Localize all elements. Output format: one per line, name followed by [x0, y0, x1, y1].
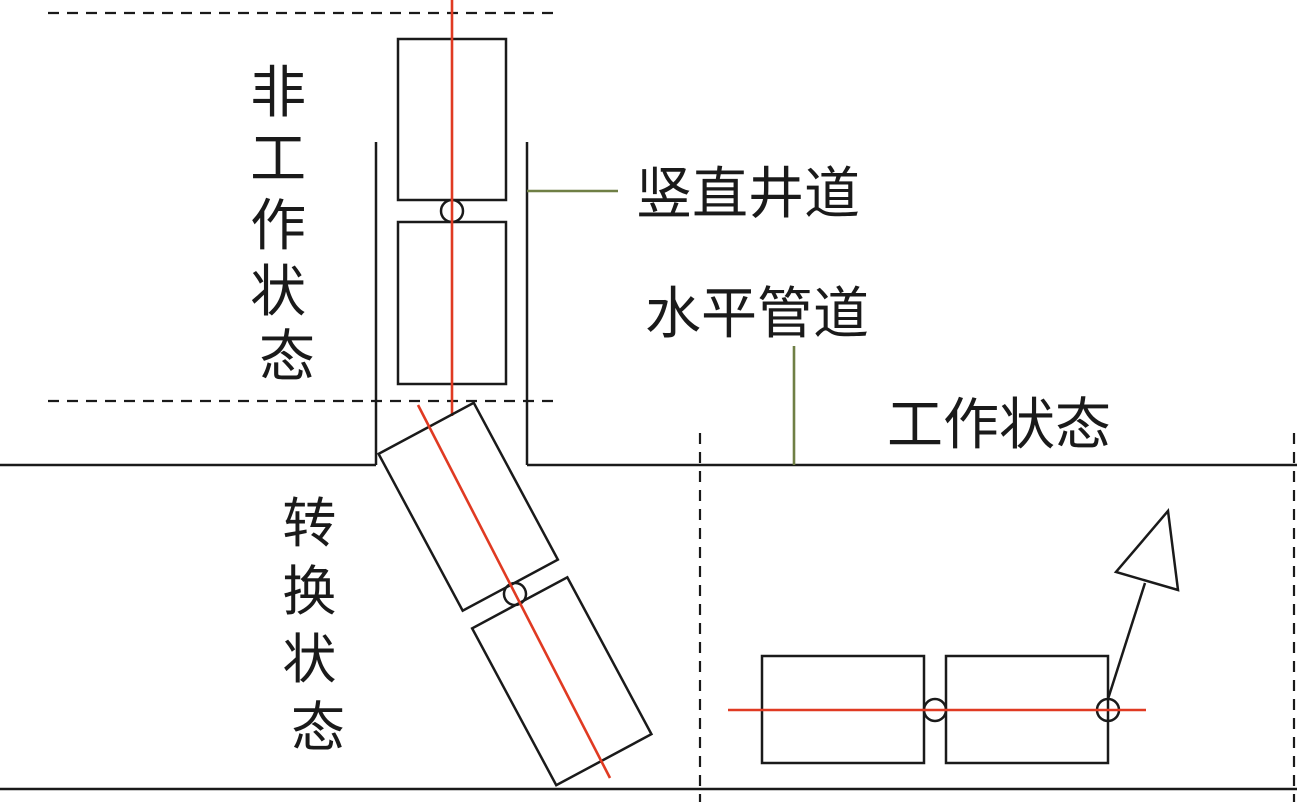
robot-working — [728, 508, 1180, 765]
robot-transition — [376, 401, 654, 787]
arrow-shaft — [1106, 582, 1147, 700]
transition-char-2: 换 — [282, 560, 336, 623]
vertical-shaft-label: 竖直井道 — [636, 162, 860, 227]
non-working-char-5: 态 — [259, 325, 315, 390]
robot-non-working — [396, 0, 508, 416]
transition-char-1: 转 — [282, 492, 336, 555]
non-working-state-label: 非 工 作 状 态 — [250, 61, 324, 390]
robot-transition-lower-module — [470, 575, 654, 787]
working-state-label: 工作状态 — [887, 393, 1111, 458]
non-working-char-4: 状 — [250, 260, 306, 325]
non-working-char-1: 非 — [250, 61, 306, 126]
transition-char-4: 态 — [291, 696, 345, 759]
non-working-char-3: 作 — [250, 194, 306, 259]
horizontal-pipe-label: 水平管道 — [645, 282, 869, 347]
transition-char-3: 状 — [282, 628, 336, 691]
transition-state-label: 转 换 状 态 — [282, 492, 353, 759]
robot-transition-upper-module — [376, 401, 560, 613]
hollow-triangle-arrow-icon — [1113, 508, 1180, 592]
non-working-char-2: 工 — [250, 127, 306, 192]
robot-transition-axis-line — [416, 404, 612, 779]
